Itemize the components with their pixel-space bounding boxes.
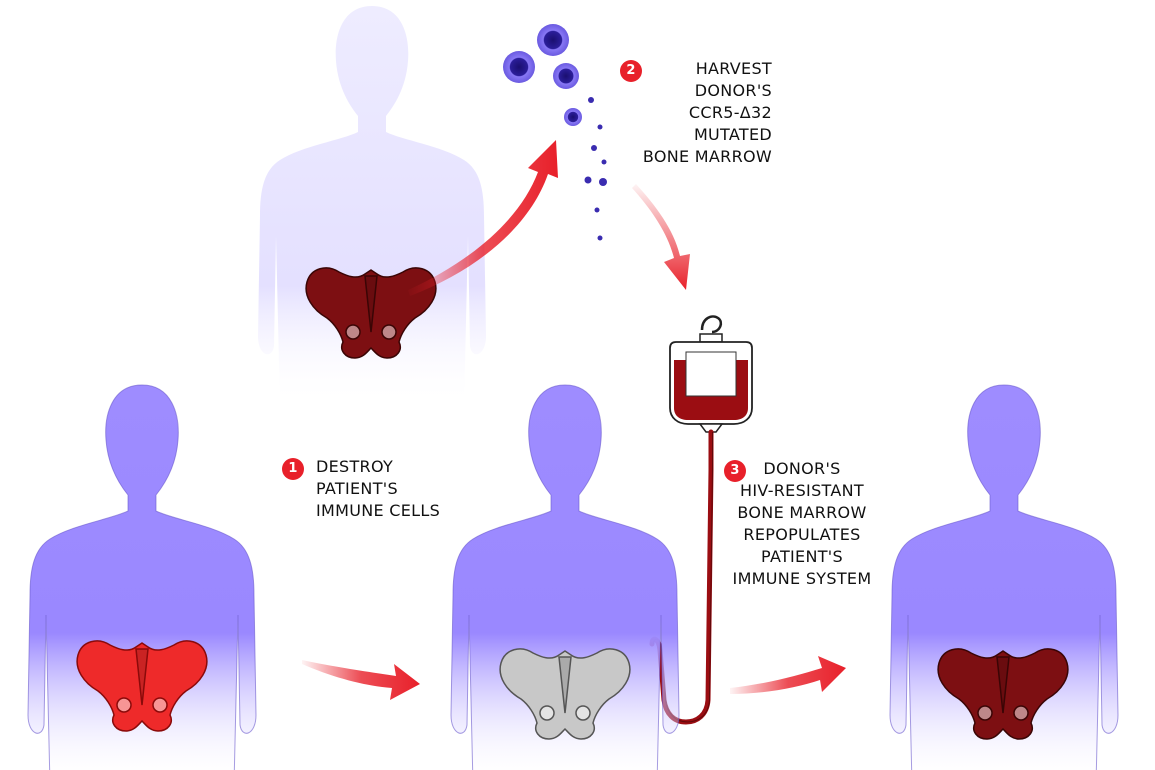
step-2-line: MUTATED: [693, 125, 772, 144]
step-1-line: PATIENT'S: [316, 479, 398, 498]
bone-marrow-cell-icon: [564, 108, 582, 126]
bone-marrow-cell-icon: [503, 51, 535, 83]
step-1-line: IMMUNE CELLS: [316, 501, 441, 520]
step-1-badge: 1: [282, 458, 304, 480]
step-2-line: BONE MARROW: [642, 147, 772, 166]
step-2-line: DONOR'S: [694, 81, 772, 100]
bone-marrow-cell-icon: [553, 63, 579, 89]
iv-blood-bag-icon: [649, 315, 753, 725]
patient-after-figure: [889, 384, 1119, 770]
bone-marrow-cell-icon: [584, 176, 592, 184]
bone-marrow-cell-icon: [597, 124, 603, 130]
step-1-label: 1 DESTROY PATIENT'S IMMUNE CELLS: [282, 456, 440, 522]
step-3-line: DONOR'S: [763, 459, 841, 478]
patient-treated-figure: [450, 384, 680, 770]
step-3-line: REPOPULATES: [743, 525, 861, 544]
harvest-arrow-icon: [408, 140, 558, 296]
step-2-line: CCR5-Δ32: [688, 103, 772, 122]
bone-marrow-cell-icon: [601, 159, 607, 165]
bone-marrow-cell-icon: [599, 178, 607, 186]
step-1-line: DESTROY: [316, 457, 394, 476]
step-2-label: 2 HARVEST DONOR'S CCR5-Δ32 MUTATED BONE …: [616, 58, 772, 168]
bone-marrow-cell-icon: [588, 97, 594, 103]
bone-marrow-cell-icon: [594, 207, 600, 213]
step-3-line: IMMUNE SYSTEM: [732, 569, 872, 588]
step-2-line: HARVEST: [695, 59, 772, 78]
step-3-line: HIV-RESISTANT: [740, 481, 864, 500]
bone-marrow-cell-icon: [591, 145, 597, 151]
step-3-badge: 3: [724, 460, 746, 482]
step-3-line: PATIENT'S: [761, 547, 843, 566]
step-3-line: BONE MARROW: [737, 503, 867, 522]
transfer-arrow-icon: [632, 184, 690, 290]
step-2-badge: 2: [620, 60, 642, 82]
bone-marrow-cells: [503, 24, 607, 241]
bone-marrow-cell-icon: [537, 24, 569, 56]
patient-before-figure: [27, 384, 257, 770]
step1-arrow-icon: [302, 660, 420, 700]
step3-arrow-icon: [730, 656, 846, 694]
step-3-label: 3 DONOR'S HIV-RESISTANT BONE MARROW REPO…: [722, 458, 882, 590]
donor-figure: [258, 6, 486, 406]
bone-marrow-cell-icon: [597, 235, 603, 241]
